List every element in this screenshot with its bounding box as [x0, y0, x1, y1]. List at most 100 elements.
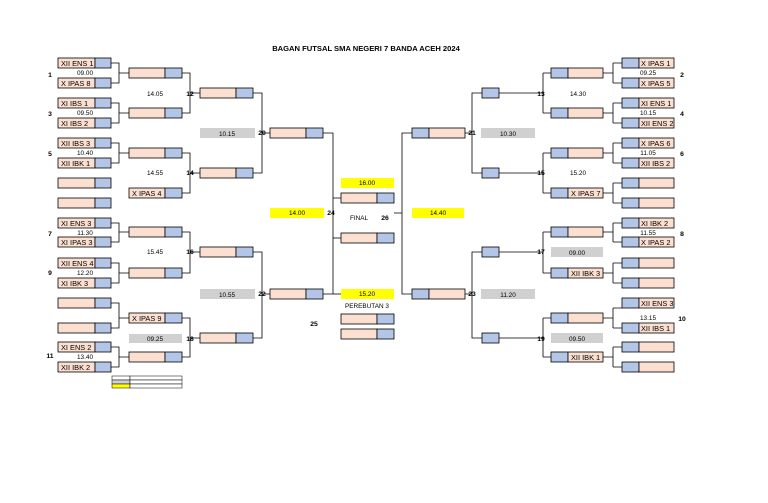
match-number: 19: [537, 336, 545, 343]
team-name: XII ENS 4: [61, 259, 93, 268]
team-name: X IPAS 8: [61, 79, 90, 88]
third-place-label: PEREBUTAN 3: [345, 303, 389, 310]
match-number: 24: [327, 210, 335, 217]
team-name: XI IBK 2: [641, 219, 668, 228]
team-name: X IPAS 5: [641, 79, 670, 88]
match-time: 11.20: [500, 292, 516, 299]
team-name: X IPAS 4: [132, 189, 161, 198]
match-time: 09.25: [640, 70, 656, 77]
match-number: 26: [381, 215, 389, 222]
match-time: 09.25: [147, 336, 163, 343]
time-highlight: [341, 289, 394, 299]
match-number: 20: [258, 130, 266, 137]
right-r1-match-6: X IPAS 6 11.05 XII IBS 2 6: [621, 137, 684, 169]
match-time: 10.15: [219, 131, 235, 138]
team-name: XI ENS 2: [61, 343, 91, 352]
match-number: 22: [258, 291, 266, 298]
match-time: 09.00: [569, 250, 585, 257]
time-highlight: [200, 128, 255, 138]
time-highlight: [200, 289, 255, 299]
third-place-section: 15.20 PEREBUTAN 3 25: [310, 289, 395, 340]
match-time: 10.30: [500, 131, 516, 138]
time-highlight: [481, 289, 535, 299]
match-time: 09.50: [77, 110, 93, 117]
match-number: 17: [537, 249, 545, 256]
bracket-title: BAGAN FUTSAL SMA NEGERI 7 BANDA ACEH 202…: [272, 44, 460, 53]
time-highlight: [551, 333, 603, 343]
time-highlight: [551, 247, 603, 257]
left-r1-match-11: 11 XI ENS 2 13.40 XII IBK 2: [46, 341, 112, 373]
team-name: XII ENS 3: [641, 299, 673, 308]
color-legend: [111, 375, 183, 389]
right-r1-match-10: XII ENS 3 13.15 XII IBS 1 10: [621, 297, 686, 334]
match-number: 7: [48, 231, 52, 238]
final-time: 16.00: [359, 180, 375, 187]
match-time: 15.45: [147, 249, 163, 256]
team-name: X IPAS 9: [132, 314, 161, 323]
left-bracket: 1 XII ENS 1 09.00 X IPAS 8 3 XI IBS 1 09…: [46, 57, 341, 373]
match-time: 15.20: [570, 170, 586, 177]
match-time: 14.40: [430, 210, 446, 217]
team-name: XI IBS 2: [61, 119, 88, 128]
match-time: 11.30: [77, 230, 93, 237]
left-r1-match-9: 9 XII ENS 4 12.20 XI IBK 3: [48, 257, 112, 289]
team-name: XI IBS 1: [61, 99, 88, 108]
match-time: 09.50: [569, 336, 585, 343]
team-name: XII IBS 2: [641, 159, 670, 168]
match-number: 10: [678, 316, 686, 323]
match-number: 4: [680, 111, 684, 118]
time-highlight: [481, 128, 535, 138]
match-number: 6: [680, 151, 684, 158]
match-number: 13: [537, 91, 545, 98]
left-r1-match-7: 7 XI ENS 3 11.30 XI IPAS 3: [48, 217, 112, 248]
match-number: 1: [48, 72, 52, 79]
match-time: 13.15: [640, 315, 656, 322]
team-name: X IPAS 6: [641, 139, 670, 148]
final-section: 16.00 FINAL 26: [340, 178, 395, 244]
match-number: 8: [680, 231, 684, 238]
third-place-time: 15.20: [359, 291, 375, 298]
time-highlight: [129, 334, 182, 343]
match-number: 5: [48, 151, 52, 158]
team-name: XI ENS 1: [641, 99, 671, 108]
match-time: 14.55: [147, 170, 163, 177]
time-highlight: [270, 208, 324, 218]
team-name: XI ENS 3: [61, 219, 91, 228]
team-name: XII IBK 1: [61, 159, 90, 168]
team-name: X IPAS 2: [641, 238, 670, 247]
right-bracket: 14.40 21 10.30 23 11.20 13 14.30 15 15.2…: [394, 57, 686, 373]
match-time: 12.20: [77, 270, 93, 277]
match-time: 10.55: [219, 292, 235, 299]
match-number: 2: [680, 72, 684, 79]
match-time: 10.40: [77, 150, 93, 157]
right-r1-match-8: XI IBK 2 11.55 X IPAS 2 8: [621, 217, 684, 248]
team-name: XII IBK 3: [571, 269, 600, 278]
team-name: XII IBS 3: [61, 139, 90, 148]
team-name: XI IPAS 3: [61, 238, 93, 247]
team-name: XII ENS 1: [61, 59, 93, 68]
match-time: 09.00: [77, 70, 93, 77]
match-time: 14.05: [147, 91, 163, 98]
match-number: 15: [537, 170, 545, 177]
team-name: XII IBK 2: [61, 363, 90, 372]
match-number: 9: [48, 270, 52, 277]
right-r1-match-2: X IPAS 1 09.25 X IPAS 5 2: [621, 57, 684, 89]
match-time: 14.30: [570, 91, 586, 98]
match-number: 11: [46, 353, 53, 360]
team-name: XI IBK 3: [61, 279, 88, 288]
final-label: FINAL: [350, 215, 369, 222]
match-time: 11.05: [640, 150, 656, 157]
time-highlight: [341, 178, 394, 188]
left-r1-match-3: 3 XI IBS 1 09.50 XI IBS 2: [48, 97, 112, 129]
match-time: 10.15: [640, 110, 656, 117]
time-highlight: [412, 208, 464, 218]
team-name: X IPAS 1: [641, 59, 670, 68]
left-r1-match-1: 1 XII ENS 1 09.00 X IPAS 8: [48, 57, 112, 89]
left-r1-match-5: 5 XII IBS 3 10.40 XII IBK 1: [48, 137, 112, 169]
match-time: 14.00: [289, 210, 305, 217]
team-name: X IPAS 7: [571, 189, 600, 198]
match-number: 21: [468, 130, 476, 137]
team-name: XII IBK 1: [571, 353, 600, 362]
match-time: 11.55: [640, 230, 656, 237]
